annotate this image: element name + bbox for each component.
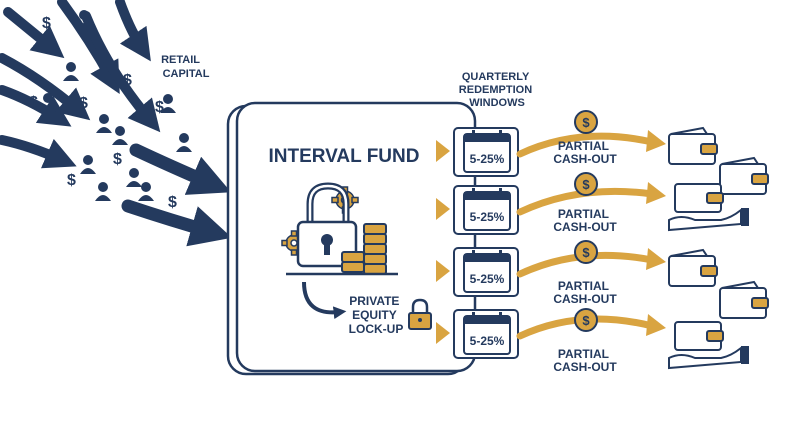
person-icon xyxy=(95,182,111,201)
dollar-coin-icon: $ xyxy=(574,110,598,134)
wallet-icon xyxy=(668,248,718,287)
payout-arrow-head xyxy=(646,248,666,270)
capital-arrow xyxy=(81,11,161,133)
wallet-icon xyxy=(668,126,718,165)
dollar-sign-icon: $ xyxy=(168,194,177,211)
payout-arrow xyxy=(516,132,656,158)
capital-arrow xyxy=(3,7,65,59)
cash-out-label: PARTIAL CASH-OUT xyxy=(553,139,617,166)
payout-arrow-head xyxy=(646,130,666,152)
fund-title: INTERVAL FUND xyxy=(269,146,420,167)
pointer-triangle xyxy=(436,140,450,162)
dollar-sign-icon: $ xyxy=(79,95,88,112)
pointer-triangle xyxy=(436,322,450,344)
calendar-icon xyxy=(463,130,511,173)
redemption-percent: 5-25% xyxy=(470,334,505,348)
payout-arrow-head xyxy=(646,182,666,204)
cash-out-label: PARTIAL CASH-OUT xyxy=(553,279,617,306)
retail-investors xyxy=(40,10,192,201)
svg-text:$: $ xyxy=(582,177,590,192)
dollar-sign-icon: $ xyxy=(123,72,132,89)
redemption-percent: 5-25% xyxy=(470,152,505,166)
wallets xyxy=(668,126,769,370)
cash-out-label: PARTIAL CASH-OUT xyxy=(553,207,617,234)
small-padlock-icon xyxy=(408,298,432,330)
person-icon xyxy=(63,62,79,81)
dollar-sign-icon: $ xyxy=(67,172,76,189)
person-icon xyxy=(80,155,96,174)
dollar-sign-icon: $ xyxy=(42,15,51,32)
cash-out-label: PARTIAL CASH-OUT xyxy=(553,347,617,374)
pointer-triangle xyxy=(436,260,450,282)
dollar-coin-icon: $ xyxy=(574,172,598,196)
wallet-in-hand-icon xyxy=(668,321,749,370)
person-icon xyxy=(40,93,56,112)
capital-arrow xyxy=(0,135,77,169)
redemption-row: 5-25% $ PARTIAL CASH-OUT xyxy=(436,308,666,374)
redemption-row: 5-25% $ PARTIAL CASH-OUT xyxy=(436,110,666,177)
redemption-row: 5-25% $ PARTIAL CASH-OUT xyxy=(436,172,666,235)
calendar-icon xyxy=(463,250,511,293)
svg-text:$: $ xyxy=(582,245,590,260)
person-icon xyxy=(96,114,112,133)
coin-stack-icon xyxy=(341,223,387,275)
payout-arrow-head xyxy=(646,314,666,336)
capital-arrow xyxy=(0,85,72,127)
quarterly-windows-label: QUARTERLY REDEMPTION WINDOWS xyxy=(459,71,535,109)
person-icon xyxy=(176,133,192,152)
dollar-sign-icon: $ xyxy=(29,94,38,111)
capital-arrow xyxy=(121,199,232,247)
calendar-icon xyxy=(463,188,511,231)
dollar-coin-icon: $ xyxy=(574,240,598,264)
person-icon xyxy=(126,168,142,187)
lockup-arrow xyxy=(302,281,347,320)
dollar-signs: $ $ $ $ $ $ $ $ xyxy=(29,15,177,211)
person-icon xyxy=(76,10,92,29)
capital-arrow xyxy=(129,143,232,195)
redemption-percent: 5-25% xyxy=(470,272,505,286)
pointer-triangle xyxy=(436,198,450,220)
wallet-icon xyxy=(719,156,769,195)
person-icon xyxy=(112,126,128,145)
dollar-sign-icon: $ xyxy=(155,99,164,116)
capital-arrow xyxy=(115,0,151,62)
svg-text:$: $ xyxy=(582,313,590,328)
dollar-sign-icon: $ xyxy=(113,151,122,168)
person-icon xyxy=(138,182,154,201)
person-icon xyxy=(160,94,176,113)
redemption-rows: 5-25% $ PARTIAL CASH-OUT 5-25% xyxy=(436,110,666,374)
svg-text:$: $ xyxy=(582,115,590,130)
wallet-in-hand-icon xyxy=(668,183,749,232)
lockup-label: PRIVATE EQUITY LOCK-UP xyxy=(349,294,404,336)
redemption-percent: 5-25% xyxy=(470,210,505,224)
wallet-icon xyxy=(719,280,769,319)
calendar-icon xyxy=(463,312,511,355)
dollar-coin-icon: $ xyxy=(574,308,598,332)
capital-arrow xyxy=(57,0,120,95)
redemption-row: 5-25% $ PARTIAL CASH-OUT xyxy=(436,240,666,306)
retail-capital-label: RETAIL CAPITAL xyxy=(161,54,210,80)
